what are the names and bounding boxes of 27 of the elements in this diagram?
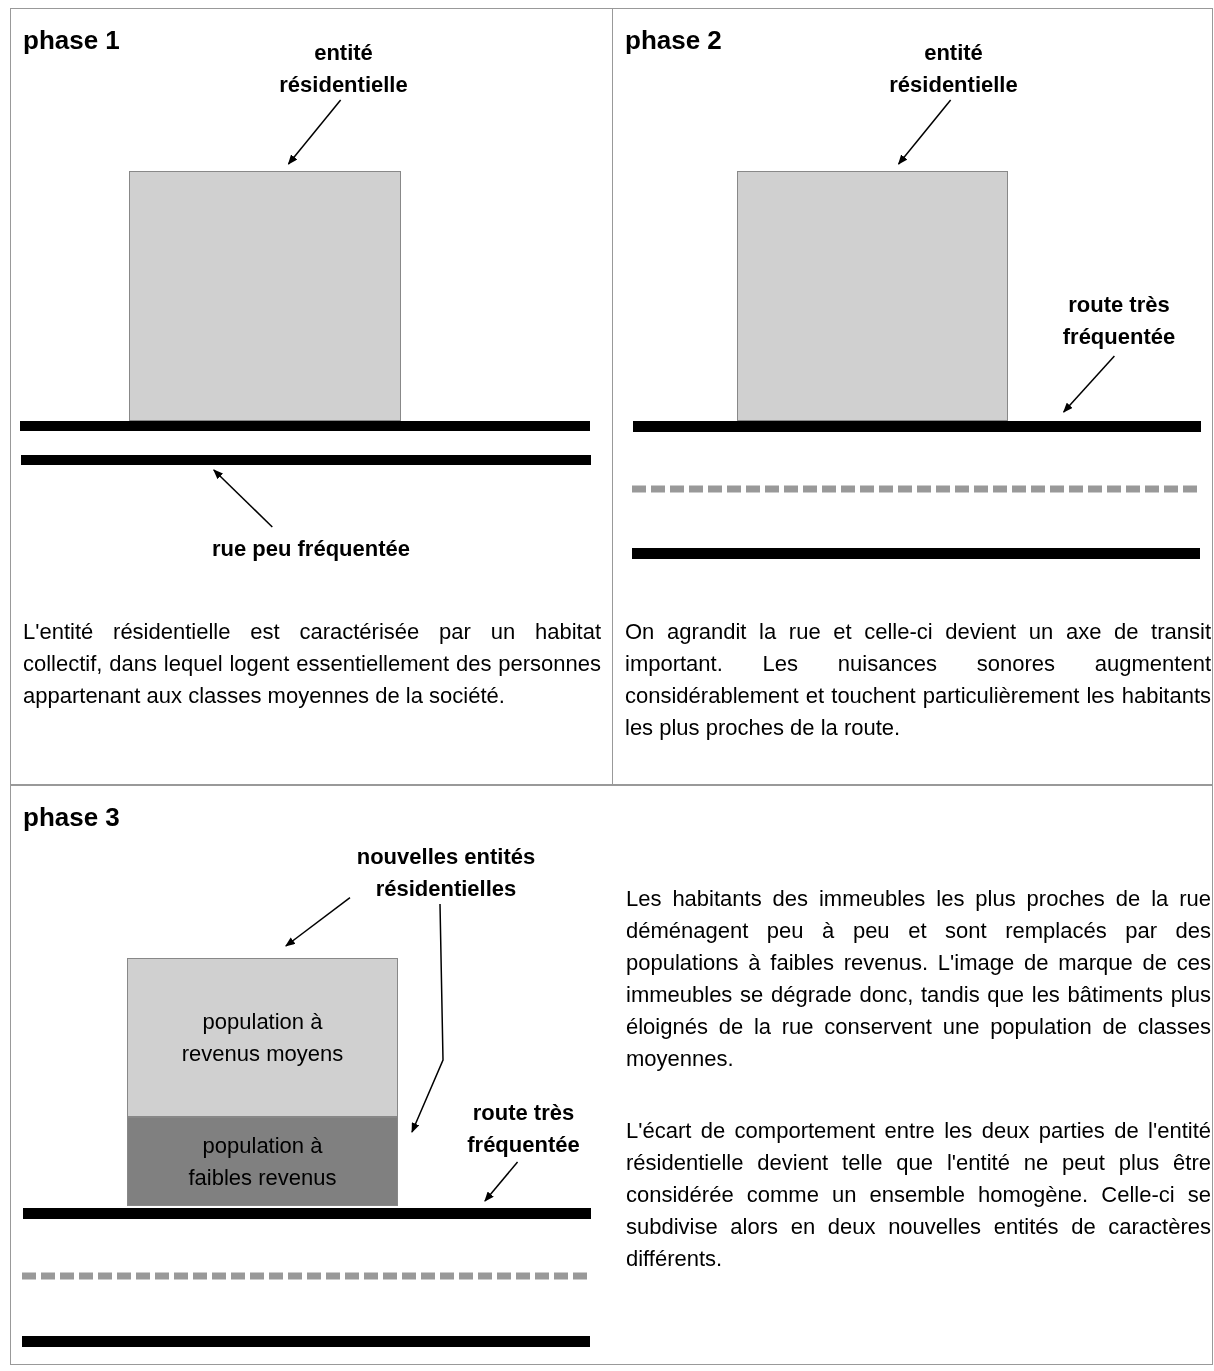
phase-heading: phase 1 xyxy=(23,25,120,56)
building-block xyxy=(737,171,1008,421)
callout-label: rue peu fréquentée xyxy=(166,533,456,565)
leader-arrow xyxy=(287,99,342,165)
population-block: population à revenus moyens xyxy=(127,958,398,1117)
phase-heading: phase 3 xyxy=(23,802,120,833)
callout-label: entité résidentielle xyxy=(251,37,436,101)
callout-label: entité résidentielle xyxy=(861,37,1046,101)
leader-arrow xyxy=(411,903,444,1133)
leader-arrow xyxy=(213,469,274,528)
description-text: On agrandit la rue et celle-ci devient un axe de transit important. Les nuisances sonores augmentent considérablement et touchent particulièrement les habitants les plus proches de la route. xyxy=(625,618,1211,742)
phase-heading: phase 2 xyxy=(625,25,722,56)
phase-panel xyxy=(612,8,1213,785)
description-text: L'entité résidentielle est caractérisée par un habitat collectif, dans lequel logent essentiellement des personnes appartenant aux classes moyennes de la société. xyxy=(23,618,601,710)
leader-arrow xyxy=(897,99,952,165)
leader-arrow xyxy=(484,1161,519,1202)
callout-label: route très fréquentée xyxy=(1029,289,1209,353)
description-text: L'écart de comportement entre les deux parties de l'entité résidentielle devient telle que l'entité ne peut plus être considérée comme un ensemble homogène. Celle-ci se subdivise alors en deux nouvelles entités de caractères différents. xyxy=(626,1117,1211,1273)
leader-arrow xyxy=(1062,355,1116,413)
phase-panel xyxy=(10,8,613,785)
description-text: Les habitants des immeubles les plus proches de la rue déménagent peu à peu et sont remplacés par des populations à faibles revenus. L'image de marque de ces immeubles se dégrade donc, tandis que les bâtiments plus éloignés de la rue conservent une population de classes moyennes. xyxy=(626,885,1211,1073)
leader-arrow xyxy=(285,896,351,947)
building-block xyxy=(129,171,401,421)
callout-label: nouvelles entités résidentielles xyxy=(321,841,571,905)
phase-panel xyxy=(10,785,1213,1365)
callout-label: route très fréquentée xyxy=(441,1097,606,1161)
population-block: population à faibles revenus xyxy=(127,1117,398,1206)
